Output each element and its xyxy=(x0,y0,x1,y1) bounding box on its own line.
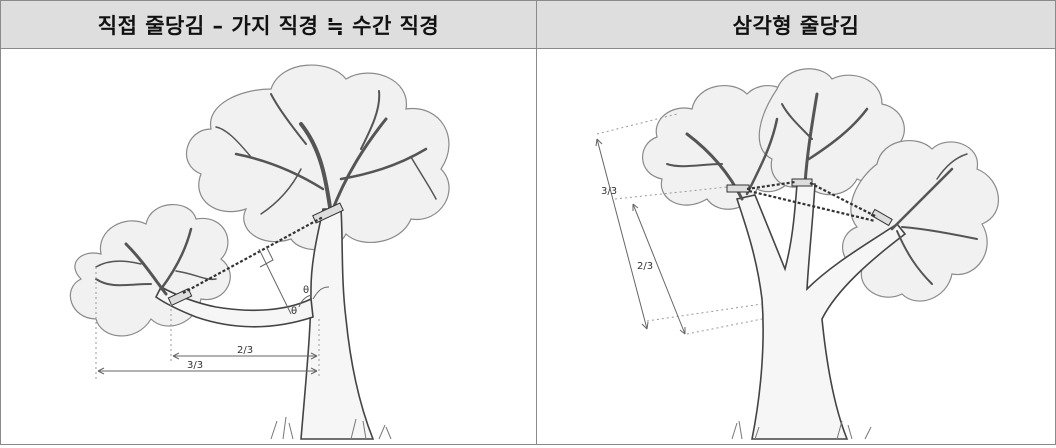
cable-left-right xyxy=(748,189,876,223)
cable-center-right xyxy=(809,182,878,218)
cable-anchor-branch xyxy=(167,288,193,306)
cable-left-center xyxy=(746,180,796,191)
panel-direct-cabling: 직접 줄당김 – 가지 직경 ≒ 수간 직경 xyxy=(1,1,537,444)
label-three-thirds: 3/3 xyxy=(187,360,203,371)
right-angle-mark xyxy=(259,245,274,268)
anchor-center xyxy=(791,178,813,187)
trunk xyxy=(735,183,907,440)
dimension-three-thirds xyxy=(596,138,648,330)
label-two-thirds: 2/3 xyxy=(637,261,653,272)
illustration-direct: θ θ 2/3 3/3 xyxy=(1,49,536,444)
tree-drawing-direct: θ θ 2/3 3/3 xyxy=(69,64,450,440)
crown-right xyxy=(842,140,999,302)
theta-label-1: θ xyxy=(291,306,297,317)
dimension-two-thirds xyxy=(632,203,686,335)
angle-arc-2 xyxy=(312,286,330,300)
grass xyxy=(270,416,392,440)
label-two-thirds: 2/3 xyxy=(237,345,253,356)
lateral-branch xyxy=(154,285,314,328)
anchor-right xyxy=(870,208,893,227)
tree-drawing-triangular: 3/3 2/3 xyxy=(595,68,999,440)
panel-triangular-cabling: 삼각형 줄당김 xyxy=(537,1,1055,444)
panel-title-triangular: 삼각형 줄당김 xyxy=(537,1,1055,49)
angle-arc-1 xyxy=(298,294,312,308)
perpendicular-line xyxy=(258,248,292,315)
theta-label-2: θ xyxy=(303,285,309,296)
panel-title-direct: 직접 줄당김 – 가지 직경 ≒ 수간 직경 xyxy=(1,1,536,49)
label-three-thirds: 3/3 xyxy=(601,186,617,197)
grass xyxy=(731,420,872,440)
anchor-left xyxy=(726,184,750,193)
illustration-triangular: 3/3 2/3 xyxy=(537,49,1055,444)
cable xyxy=(182,216,324,294)
